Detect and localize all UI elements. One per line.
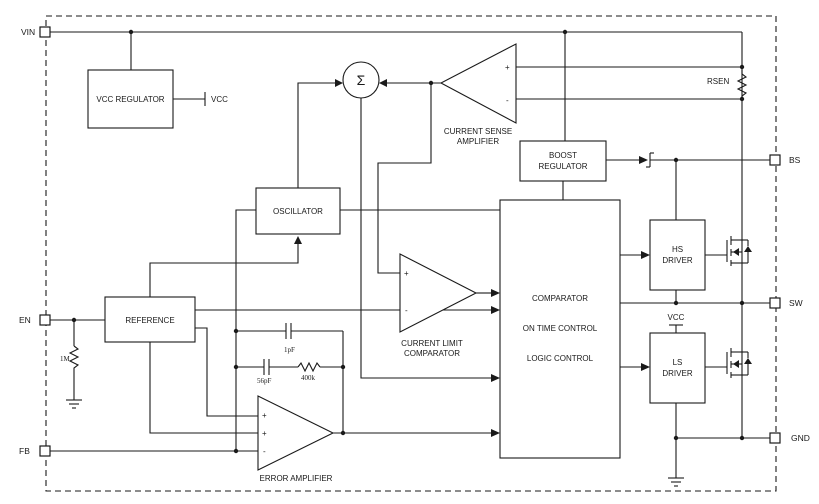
current-sense-label-2: AMPLIFIER <box>457 137 499 146</box>
rsen-resistor: RSEN <box>707 64 748 102</box>
ea-plus-1: + <box>262 411 267 420</box>
current-sense-label-1: CURRENT SENSE <box>444 127 512 136</box>
current-sense-amplifier: + - CURRENT SENSE AMPLIFIER <box>439 43 742 146</box>
vcc-out-label: VCC <box>211 95 228 104</box>
csa-plus: + <box>505 63 510 72</box>
cap2-label: 56pF <box>257 377 272 385</box>
pin-sw: SW <box>769 297 803 309</box>
pin-vin: VIN <box>21 26 51 38</box>
pin-bs-label: BS <box>789 155 801 165</box>
current-limit-label-2: COMPARATOR <box>404 349 460 358</box>
logic-control-label: LOGIC CONTROL <box>527 354 594 363</box>
ea-plus-2: + <box>262 429 267 438</box>
ls-driver-label-1: LS <box>673 358 683 367</box>
pin-sw-label: SW <box>789 298 803 308</box>
pin-fb-label: FB <box>19 446 30 456</box>
pin-en: EN <box>19 314 51 326</box>
en-network: 1M <box>50 317 105 409</box>
csa-minus: - <box>506 96 509 105</box>
vcc-ls-label: VCC <box>668 313 685 322</box>
summing-junction: Σ <box>297 61 500 382</box>
clc-minus: - <box>405 306 408 315</box>
on-time-control-label: ON TIME CONTROL <box>523 324 598 333</box>
gnd-line <box>676 435 770 441</box>
hs-driver-label-2: DRIVER <box>662 256 692 265</box>
control-logic-block: COMPARATOR ON TIME CONTROL LOGIC CONTROL <box>499 199 650 459</box>
pin-gnd: GND <box>769 432 810 444</box>
hs-mosfet <box>705 236 752 266</box>
compensation-network: 1pF 56pF 400k <box>233 323 346 433</box>
boost-label-2: REGULATOR <box>538 162 587 171</box>
fb-line <box>50 448 258 454</box>
pin-vin-label: VIN <box>21 27 35 37</box>
comparator-label: COMPARATOR <box>532 294 588 303</box>
pin-fb: FB <box>19 445 51 457</box>
res1-label: 400k <box>301 374 316 382</box>
res-en-label: 1M <box>60 355 71 363</box>
vcc-regulator-label: VCC REGULATOR <box>96 95 164 104</box>
sum-symbol: Σ <box>357 72 366 88</box>
pin-bs: BS <box>769 154 801 166</box>
vcc-regulator-block: VCC REGULATOR VCC <box>87 69 228 129</box>
cap1-label: 1pF <box>284 346 295 354</box>
pin-en-label: EN <box>19 315 31 325</box>
error-amplifier-label: ERROR AMPLIFIER <box>260 474 333 483</box>
oscillator-block: OSCILLATOR <box>235 187 500 450</box>
ls-driver-block: LS DRIVER VCC <box>649 313 706 487</box>
hs-driver-block: HS DRIVER <box>649 160 706 306</box>
reference-label: REFERENCE <box>125 316 174 325</box>
oscillator-label: OSCILLATOR <box>273 207 323 216</box>
ls-mosfet <box>705 348 752 378</box>
hs-driver-label-1: HS <box>672 245 683 254</box>
error-amplifier: + + - ERROR AMPLIFIER <box>257 395 500 483</box>
ea-minus: - <box>263 447 266 456</box>
ls-driver-label-2: DRIVER <box>662 369 692 378</box>
boost-label-1: BOOST <box>549 151 577 160</box>
sw-node <box>620 300 770 306</box>
current-limit-label-1: CURRENT LIMIT <box>401 339 463 348</box>
boost-regulator-block: BOOST REGULATOR <box>519 140 770 200</box>
rsen-label: RSEN <box>707 77 729 86</box>
pin-gnd-label: GND <box>791 433 810 443</box>
clc-plus: + <box>404 269 409 278</box>
current-limit-comparator: + - CURRENT LIMIT COMPARATOR <box>377 83 500 358</box>
chip-boundary <box>45 15 777 492</box>
reference-block: REFERENCE <box>104 236 500 434</box>
